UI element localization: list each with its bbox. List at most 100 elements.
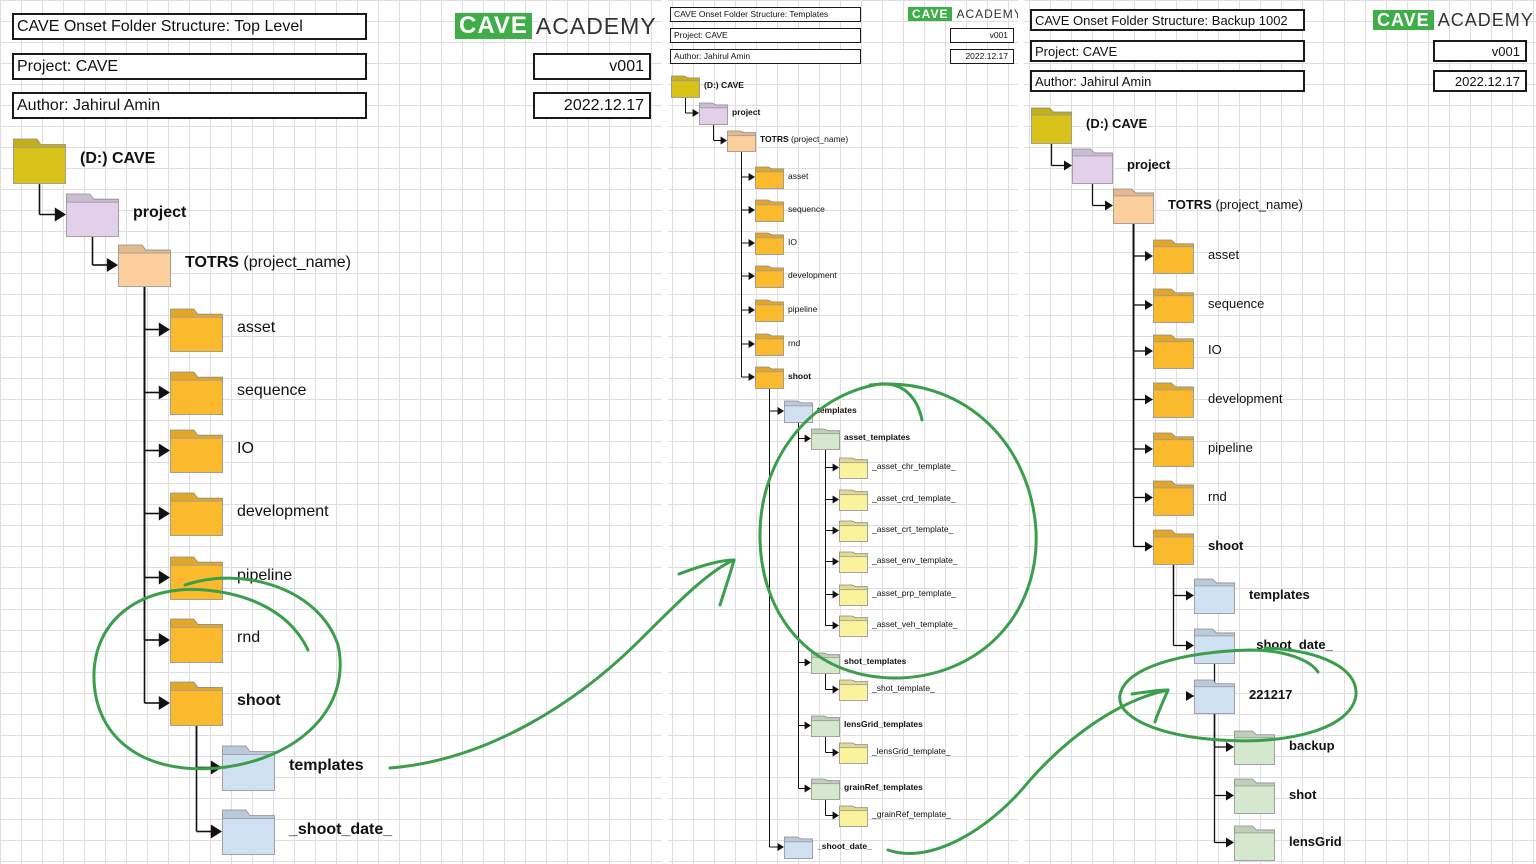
folder-icon xyxy=(1194,678,1235,719)
title-box: CAVE Onset Folder Structure: Templates xyxy=(670,7,861,22)
logo-academy: ACADEMY xyxy=(956,7,1020,21)
folder-icon xyxy=(13,137,66,189)
folder-icon xyxy=(811,427,840,455)
folder-icon xyxy=(839,804,868,832)
folder-label-rnd: rnd xyxy=(237,629,261,647)
folder-label-grainref-templates: grainRef_templates xyxy=(844,782,923,793)
folder-icon xyxy=(1194,627,1235,669)
folder-icon xyxy=(170,370,223,420)
logo-academy: ACADEMY xyxy=(1437,10,1534,30)
folder-label-templates: templates xyxy=(1249,586,1310,602)
folder-label-totrs: TOTRS (project_name) xyxy=(760,135,848,144)
folder-label-asset-chr-template: _asset_chr_template_ xyxy=(872,461,956,472)
folder-label-rest: (project_name) xyxy=(788,134,849,145)
folder-icon xyxy=(755,165,784,194)
author-box: Author: Jahirul Amin xyxy=(12,92,367,119)
folder-label-development: development xyxy=(788,269,837,280)
folder-label-totrs: TOTRS (project_name) xyxy=(185,255,351,271)
logo-academy: ACADEMY xyxy=(535,12,657,39)
date-box: 2022.12.17 xyxy=(533,92,651,119)
folder-label-asset: asset xyxy=(788,170,809,181)
folder-icon xyxy=(839,488,868,516)
folder-label-bold: TOTRS xyxy=(1168,196,1212,212)
folder-icon xyxy=(1153,431,1194,472)
folder-label-project: project xyxy=(1127,156,1171,172)
folder-icon xyxy=(755,365,784,394)
folder-label-lensgrid: lensGrid xyxy=(1289,833,1342,849)
date-box: 2022.12.17 xyxy=(950,49,1014,64)
folder-label-sequence: sequence xyxy=(237,381,307,399)
version-box: v001 xyxy=(950,28,1014,43)
folder-icon xyxy=(811,651,840,679)
panel-top-level: CAVE Onset Folder Structure: Top Level P… xyxy=(0,0,664,864)
folder-label-backup: backup xyxy=(1289,738,1335,754)
folder-label-rest: (project_name) xyxy=(1211,196,1303,212)
folder-label-asset: asset xyxy=(1208,247,1240,263)
cave-academy-logo: CAVE ACADEMY xyxy=(908,7,1020,21)
folder-icon xyxy=(699,101,728,130)
folder-icon xyxy=(1113,187,1154,229)
folder-icon xyxy=(755,298,784,327)
folder-icon xyxy=(811,777,840,805)
folder-label-bold: TOTRS xyxy=(185,254,239,272)
folder-label-shoot: shoot xyxy=(788,370,812,381)
folder-label-d-cave: (D:) CAVE xyxy=(80,149,156,167)
folder-label-shoot-date: _shoot_date_ xyxy=(817,840,872,851)
folder-icon xyxy=(671,74,700,103)
folder-label-asset-templates: asset_templates xyxy=(844,432,911,443)
version-box: v001 xyxy=(1433,40,1527,62)
folder-label-asset-prp-template: _asset_prp_template_ xyxy=(872,588,957,599)
folder-label-asset-crd-template: _asset_crd_template_ xyxy=(872,493,956,504)
tree-connectors xyxy=(38,184,222,839)
folder-label-sequence: sequence xyxy=(788,203,825,214)
folder-icon xyxy=(1153,287,1194,328)
folder-label-totrs: TOTRS (project_name) xyxy=(1168,198,1303,211)
folder-icon xyxy=(1153,528,1194,570)
folder-label-pipeline: pipeline xyxy=(237,566,293,584)
folder-icon xyxy=(755,231,784,260)
date-box: 2022.12.17 xyxy=(1433,70,1527,92)
folder-label-rnd: rnd xyxy=(1208,488,1227,504)
project-box: Project: CAVE xyxy=(1030,40,1305,62)
cave-academy-logo: CAVE ACADEMY xyxy=(455,13,657,39)
folder-icon xyxy=(839,741,868,769)
folder-icon xyxy=(839,583,868,611)
folder-icon xyxy=(170,491,223,541)
folder-label-lensgrid-templates: lensGrid_templates xyxy=(844,719,923,730)
folder-icon xyxy=(1153,333,1194,374)
folder-icon xyxy=(1153,381,1194,423)
folder-icon xyxy=(839,614,868,642)
folder-label-221217: 221217 xyxy=(1249,687,1293,703)
folder-icon xyxy=(727,129,756,157)
folder-label-shoot: shoot xyxy=(237,692,281,710)
folder-label-asset-crt-template: _asset_crt_template_ xyxy=(872,524,954,535)
author-box: Author: Jahirul Amin xyxy=(670,49,861,64)
cave-academy-logo: CAVE ACADEMY xyxy=(1373,10,1534,30)
folder-label-io: IO xyxy=(788,236,797,247)
logo-cave: CAVE xyxy=(1373,10,1434,30)
panel-templates: CAVE Onset Folder Structure: Templates P… xyxy=(668,0,1020,864)
folder-icon xyxy=(784,835,813,864)
folder-label-grainref-template: _grainRef_template_ xyxy=(872,809,951,820)
version-box: v001 xyxy=(533,53,651,80)
project-box: Project: CAVE xyxy=(12,53,367,80)
folder-icon xyxy=(170,680,223,731)
logo-cave: CAVE xyxy=(908,7,953,21)
folder-label-lensgrid-template: _lensGrid_template_ xyxy=(872,746,951,757)
folder-icon xyxy=(170,307,223,357)
folder-label-rest: (project_name) xyxy=(238,254,351,272)
folder-label-bold: TOTRS xyxy=(760,134,789,145)
author-box: Author: Jahirul Amin xyxy=(1030,70,1305,92)
folder-icon xyxy=(755,264,784,293)
folder-label-shot-templates: shot_templates xyxy=(844,656,907,667)
folder-label-templates: templates xyxy=(289,756,364,774)
folder-label-asset-env-template: _asset_env_template_ xyxy=(872,555,958,566)
folder-icon xyxy=(170,555,223,605)
folder-icon xyxy=(839,519,868,547)
folder-icon xyxy=(66,192,119,242)
folder-label-project: project xyxy=(732,106,761,117)
folder-label-pipeline: pipeline xyxy=(788,303,818,314)
folder-label-templates: templates xyxy=(817,404,857,415)
folder-label-shot: shot xyxy=(1289,786,1317,802)
folder-icon xyxy=(1153,479,1194,521)
